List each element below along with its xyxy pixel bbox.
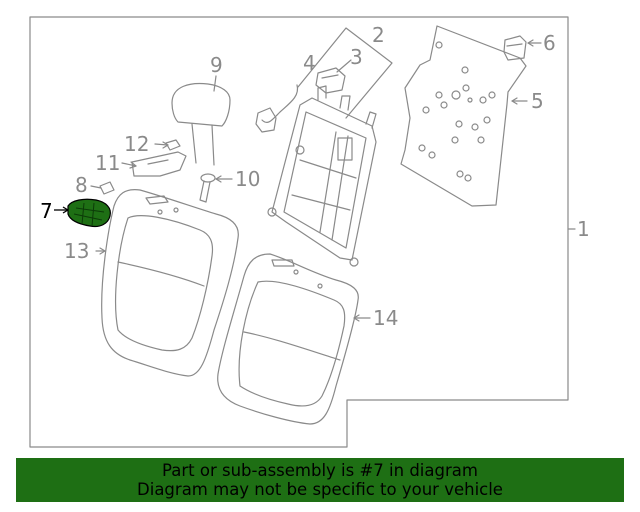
banner-line-2: Diagram may not be specific to your vehi… xyxy=(137,480,503,499)
arrowhead-5 xyxy=(511,97,518,105)
arrowhead-7 xyxy=(62,206,69,214)
leader-2 xyxy=(297,27,393,119)
leader-9 xyxy=(213,75,217,92)
callout-14: 14 xyxy=(373,306,398,330)
callout-8: 8 xyxy=(75,173,88,197)
info-banner: Part or sub-assembly is #7 in diagram Di… xyxy=(16,458,624,502)
arrowhead-10 xyxy=(215,175,222,183)
callout-4: 4 xyxy=(303,51,316,75)
callout-11: 11 xyxy=(95,151,120,175)
part-9-headrest xyxy=(171,82,231,166)
leader-11 xyxy=(121,162,137,167)
callout-5: 5 xyxy=(531,89,544,113)
part-4-cable xyxy=(261,84,299,124)
assembly-frame xyxy=(29,16,569,448)
arrowhead-11 xyxy=(129,161,137,169)
part-10-guide xyxy=(199,173,216,203)
callout-6: 6 xyxy=(543,31,556,55)
banner-line-1: Part or sub-assembly is #7 in diagram xyxy=(162,461,478,480)
callout-9: 9 xyxy=(210,53,223,77)
callout-12: 12 xyxy=(124,132,149,156)
part-12-cap xyxy=(165,139,181,151)
part-13-cushion xyxy=(101,189,239,377)
callout-10: 10 xyxy=(235,167,260,191)
leader-8 xyxy=(90,185,102,189)
callout-13: 13 xyxy=(64,239,89,263)
seat-back-frame xyxy=(267,85,377,267)
part-7-highlighted xyxy=(67,198,111,228)
arrowhead-12 xyxy=(162,141,169,149)
part-8-clip xyxy=(99,181,115,195)
part-6-clip xyxy=(503,35,527,61)
part-11-bezel xyxy=(131,151,187,177)
arrowhead-14 xyxy=(353,314,360,322)
callout-1: 1 xyxy=(577,217,590,241)
leader-3 xyxy=(336,59,352,73)
callout-2: 2 xyxy=(372,23,385,47)
part-3-latch xyxy=(315,67,346,94)
part-5-back-panel xyxy=(400,25,527,207)
arrowhead-6 xyxy=(527,39,534,47)
arrowhead-13 xyxy=(99,247,106,255)
part-4-cable-end xyxy=(255,107,277,133)
callout-7: 7 xyxy=(40,199,53,223)
leader-12 xyxy=(154,143,169,146)
callout-3: 3 xyxy=(350,45,363,69)
parts-diagram: 1 2 3 4 5 6 7 8 9 10 11 12 13 14 xyxy=(29,16,590,448)
part-14-cushion xyxy=(217,253,359,425)
